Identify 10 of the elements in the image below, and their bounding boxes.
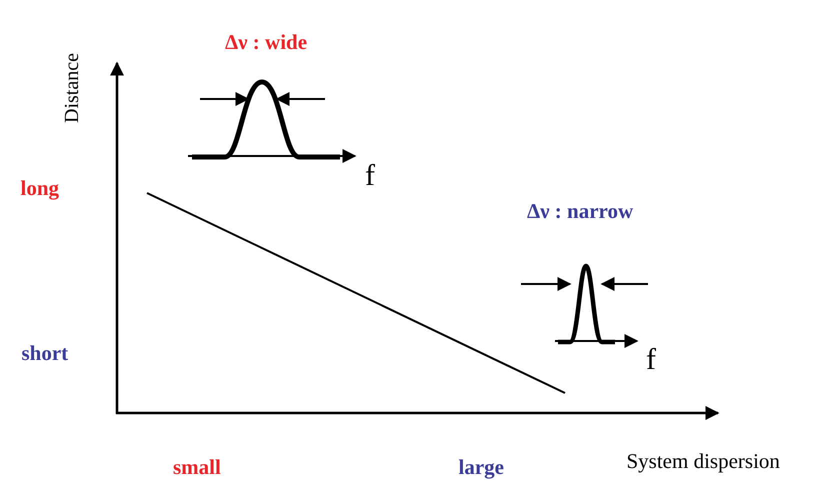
axis-title: System dispersion xyxy=(626,450,780,472)
axis-label: short xyxy=(22,342,68,364)
bandwidth-label: Δν : narrow xyxy=(527,200,634,222)
frequency-label: f xyxy=(365,161,375,191)
bandwidth-label: Δν : wide xyxy=(225,32,308,52)
axis-label: long xyxy=(20,178,60,198)
frequency-label: f xyxy=(646,345,656,375)
axis-label: large xyxy=(458,456,504,478)
axis-label: small xyxy=(173,456,221,478)
axis-title: Distance xyxy=(62,53,82,123)
